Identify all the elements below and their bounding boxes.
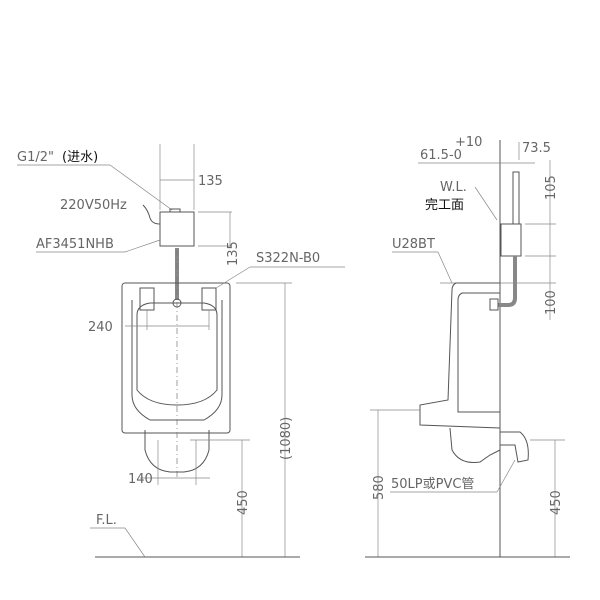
- side-view: +10 61.5-0 73.5 W.L. 完工面 105 100 U28BT 5…: [365, 135, 570, 558]
- outlet-width-dim: 140: [128, 472, 153, 487]
- flex-pipe: [175, 248, 179, 300]
- dim-450: 450: [549, 490, 564, 515]
- dim-105: 105: [544, 175, 559, 200]
- side-control-box: [500, 223, 522, 257]
- bracket-left: [139, 287, 155, 311]
- floor-label: F.L.: [96, 513, 117, 528]
- bracket-model: S322N-B0: [256, 251, 320, 266]
- inlet-fitting: [169, 208, 181, 213]
- power-label: 220V50Hz: [60, 198, 127, 213]
- tolerance-value: 61.5-0: [420, 148, 462, 163]
- depth-dim: 73.5: [522, 141, 551, 156]
- outlet-height-dim: 450: [236, 490, 251, 515]
- urinal-model: U28BT: [392, 237, 435, 252]
- wall-label: W.L.: [440, 180, 467, 195]
- side-trap: [500, 431, 529, 463]
- finish-surface-label: 完工面: [425, 198, 464, 213]
- valve-model: AF3451NHB: [36, 237, 114, 252]
- dim-100: 100: [544, 290, 559, 315]
- trap: [144, 430, 210, 473]
- control-box: [159, 211, 195, 247]
- total-height-dim: (1080): [279, 417, 294, 460]
- urinal-body: [121, 282, 231, 434]
- tolerance-plus: +10: [455, 135, 482, 150]
- box-height-dim: 135: [226, 241, 241, 266]
- front-view: G1/2" (进水) 220V50Hz 135 135 AF3451NHB S3…: [17, 144, 345, 558]
- power-cable: [142, 204, 161, 225]
- side-flex-pipe: [498, 256, 517, 307]
- box-width-dim: 135: [198, 174, 223, 189]
- bracket-spacing-dim: 240: [88, 320, 113, 335]
- dim-580: 580: [372, 475, 387, 500]
- drain-label-code: 50LP或PVC管: [391, 477, 474, 492]
- side-urinal-body: [419, 282, 501, 429]
- inlet-note: (进水): [62, 150, 98, 165]
- inlet-label: G1/2": [17, 150, 54, 165]
